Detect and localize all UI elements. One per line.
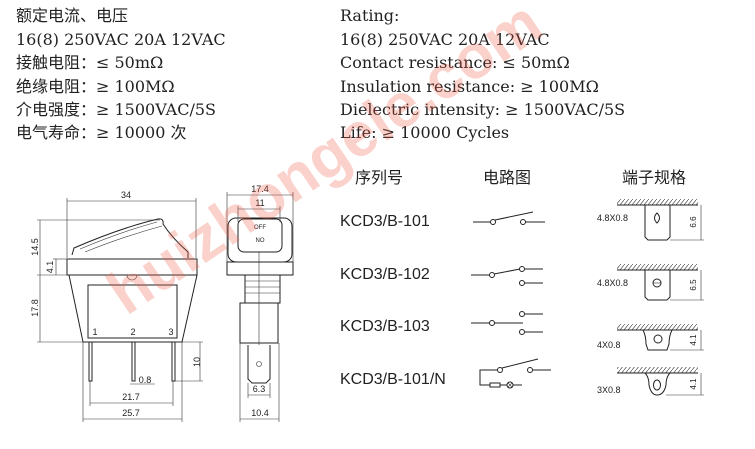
terminal-3: 4X0.8 4.1 (597, 324, 704, 351)
spec-cn-5: 电气寿命：≥ 10000 次 (16, 123, 187, 142)
dim-pin-length: 10 (192, 357, 202, 367)
dim-pin-span: 21.7 (122, 392, 140, 402)
front-view-drawing: 34 1 2 3 14.5 4.1 17.8 10 0.8 (30, 190, 203, 422)
spec-en-0: Rating: (340, 6, 400, 25)
terminal-size: 4.8X0.8 (597, 213, 628, 223)
dim-side-width: 17.4 (251, 184, 269, 194)
spec-cn-3: 绝缘电阻：≥ 100MΩ (16, 77, 175, 96)
circuit-101-n (479, 358, 551, 389)
terminal-size: 4.8X0.8 (597, 278, 628, 288)
circuit-101 (473, 211, 545, 225)
dim-flange: 4.1 (45, 261, 55, 274)
header-circuit: 电路图 (483, 170, 532, 187)
model-code: KCD3/B-101/N (340, 371, 446, 388)
on-label: NO (256, 238, 265, 244)
dim-rocker-height: 14.5 (30, 238, 40, 256)
circuit-103 (471, 311, 543, 335)
pin-label: 3 (168, 327, 173, 337)
spec-en-1: 16(8) 250VAC 20A 12VAC (340, 30, 550, 49)
header-serial: 序列号 (355, 170, 404, 187)
spec-en-5: Life: ≥ 10000 Cycles (340, 123, 510, 142)
terminal-height: 4.1 (689, 334, 698, 346)
dim-base-width: 25.7 (122, 408, 140, 418)
terminal-2: 4.8X0.8 6.5 (597, 264, 704, 301)
spec-cn-0: 额定电流、电压 (16, 6, 129, 25)
spec-en-2: Contact resistance: ≤ 50mΩ (340, 53, 570, 72)
dim-body-height: 17.8 (30, 299, 40, 317)
dim-terminal-width: 6.3 (253, 384, 266, 394)
spec-en-4: Dielectric intensity: ≥ 1500VAC/5S (340, 100, 626, 119)
model-code: KCD3/B-102 (340, 266, 430, 283)
terminal-height: 4.1 (689, 378, 698, 390)
circuit-102 (471, 266, 543, 286)
flange (66, 258, 198, 276)
terminal-4: 3X0.8 4.1 (597, 367, 704, 396)
spec-cn-2: 接触电阻：≤ 50mΩ (16, 53, 164, 72)
terminal-height: 6.5 (689, 279, 698, 291)
terminal-size: 4X0.8 (597, 340, 621, 350)
terminal-size: 3X0.8 (597, 385, 621, 395)
model-code: KCD3/B-103 (340, 318, 430, 335)
dim-button-width: 11 (255, 198, 264, 208)
dim-pin-thickness: 0.8 (139, 375, 152, 385)
header-terminal: 端子规格 (622, 170, 687, 187)
rocker (71, 218, 189, 258)
off-label: OFF (254, 225, 266, 231)
pin-label: 2 (130, 327, 135, 337)
pin-label: 1 (92, 327, 97, 337)
terminal-height: 6.6 (689, 216, 698, 228)
terminal-1: 4.8X0.8 6.6 (597, 199, 704, 241)
dim-width: 34 (121, 190, 131, 200)
spec-cn-4: 介电强度：≥ 1500VAC/5S (16, 100, 217, 119)
spec-en-3: Insulation resistance: ≥ 100MΩ (340, 77, 599, 96)
spec-cn-1: 16(8) 250VAC 20A 12VAC (16, 30, 226, 49)
model-code: KCD3/B-101 (340, 213, 430, 230)
dim-side-base: 10.4 (251, 408, 269, 418)
side-view-drawing: 17.4 11 OFF NO 6.3 10.4 (226, 184, 294, 422)
